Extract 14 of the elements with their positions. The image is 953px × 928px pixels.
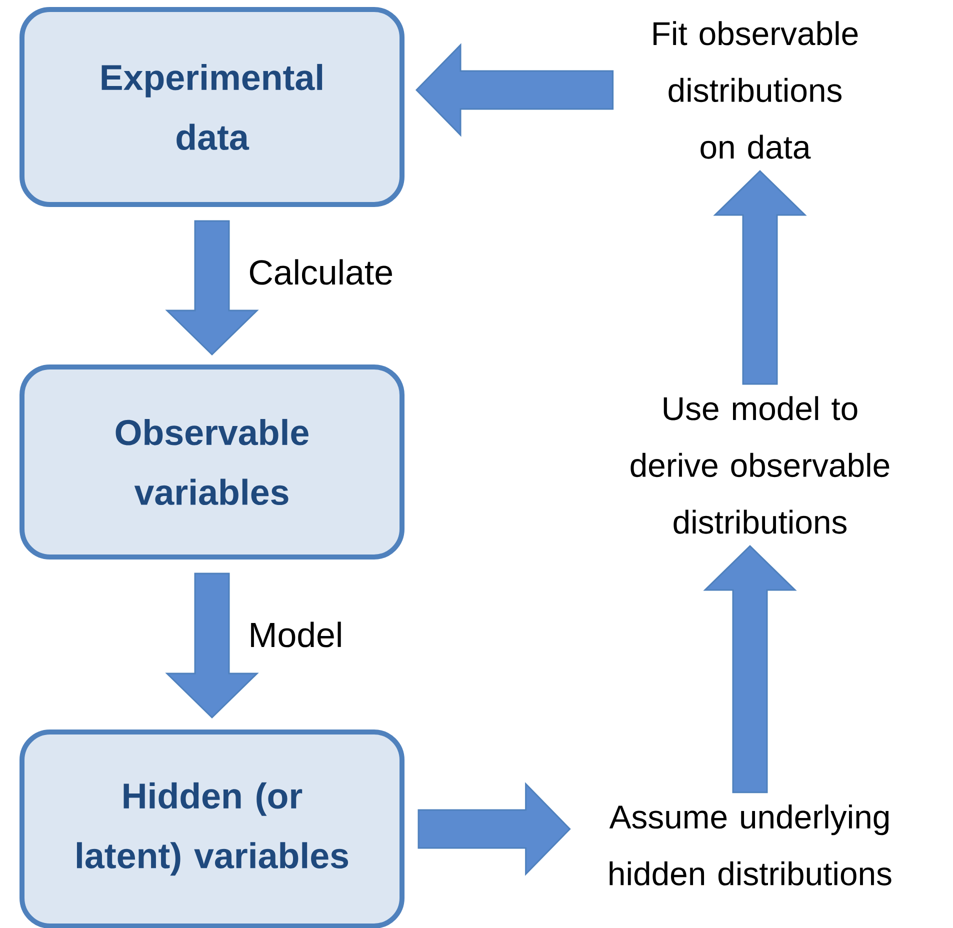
block-arrow bbox=[165, 220, 259, 356]
process-box: Experimental data bbox=[20, 7, 404, 207]
block-arrow bbox=[165, 572, 259, 719]
edge-label: Model bbox=[251, 622, 341, 648]
block-arrow bbox=[415, 43, 614, 137]
step-text: Assume underlying hidden distributions bbox=[609, 804, 892, 886]
block-arrow bbox=[703, 545, 797, 794]
step-text: Use model to derive observable distributions bbox=[630, 396, 890, 534]
block-arrow bbox=[418, 782, 571, 876]
process-box: Observable variables bbox=[20, 364, 404, 560]
edge-label: Calculate bbox=[250, 259, 392, 285]
block-arrow bbox=[713, 170, 807, 385]
process-box: Hidden (or latent) variables bbox=[20, 730, 404, 928]
step-text: Fit observable distributions on data bbox=[654, 21, 858, 159]
